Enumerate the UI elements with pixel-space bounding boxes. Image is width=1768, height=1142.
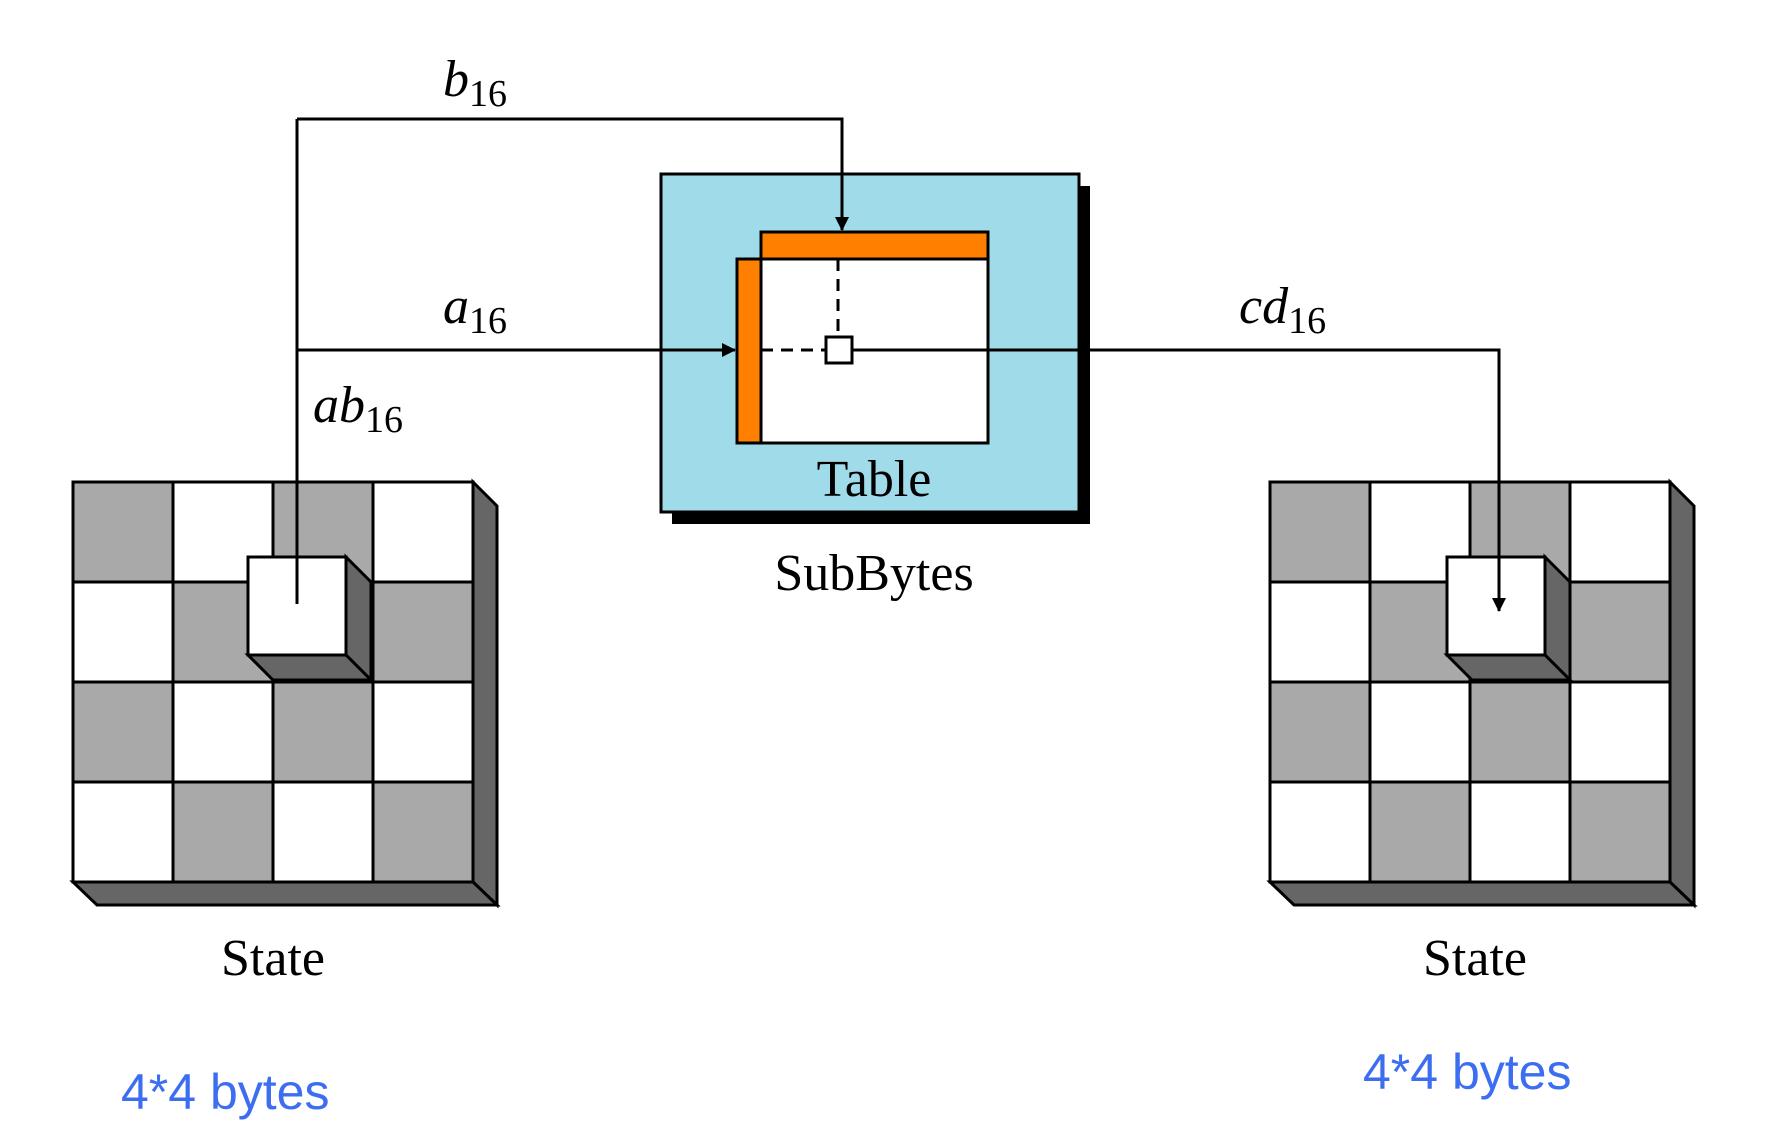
size-note-right: 4*4 bytes bbox=[1363, 1044, 1571, 1100]
subbytes-box: Table bbox=[659, 172, 1090, 524]
cd16-arrow bbox=[852, 348, 1506, 612]
state-left-cell-r0c1 bbox=[171, 480, 275, 584]
ab16-label: ab16 bbox=[313, 377, 403, 441]
ab16-subscript: 16 bbox=[365, 399, 403, 441]
state-right-cell-r3c2 bbox=[1468, 780, 1572, 884]
selected-cell-right bbox=[1445, 555, 1547, 657]
table-label: Table bbox=[817, 451, 932, 508]
b16-arrow bbox=[297, 117, 849, 231]
state-grid-right bbox=[1266, 478, 1698, 909]
state-right-cell-r2c1 bbox=[1368, 680, 1472, 784]
state-right-cell-r0c0 bbox=[1268, 480, 1372, 584]
state-right-cell-r3c3 bbox=[1568, 780, 1672, 884]
state-right-cell-r1c0 bbox=[1268, 580, 1372, 684]
state-left-cell-r2c0 bbox=[71, 680, 175, 784]
connectors bbox=[295, 117, 1506, 612]
state-right-side bbox=[1668, 478, 1696, 909]
state-left-cell-r3c1 bbox=[171, 780, 275, 884]
state-left-cell-r2c1 bbox=[171, 680, 275, 784]
b16-base: b bbox=[443, 51, 469, 108]
state-right-cell-r0c3 bbox=[1568, 480, 1672, 584]
state-left-side bbox=[471, 478, 499, 909]
state-right-bottom bbox=[1266, 880, 1698, 907]
state-left-label: State bbox=[221, 930, 325, 987]
state-right-cell-r3c0 bbox=[1268, 780, 1372, 884]
state-left-cell-r3c2 bbox=[271, 780, 375, 884]
ab16-base: ab bbox=[313, 377, 365, 434]
state-left-cell-r3c3 bbox=[371, 780, 475, 884]
state-left-frame bbox=[71, 480, 475, 884]
state-left-cell-r3c0 bbox=[71, 780, 175, 884]
state-right-frame bbox=[1268, 480, 1672, 884]
subbytes-label: SubBytes bbox=[774, 545, 973, 602]
a16-subscript: 16 bbox=[469, 300, 507, 342]
b16-label: b16 bbox=[443, 51, 507, 115]
size-note-left: 4*4 bytes bbox=[121, 1064, 329, 1120]
cd16-base: cd bbox=[1239, 278, 1289, 335]
state-right-cell-r3c1 bbox=[1368, 780, 1472, 884]
state-right-cell-r2c2 bbox=[1468, 680, 1572, 784]
cd16-subscript: 16 bbox=[1288, 300, 1326, 342]
table-entry-cell bbox=[824, 335, 854, 365]
state-left-bottom bbox=[69, 880, 501, 907]
table-row-header bbox=[735, 257, 763, 445]
state-right-cell-r2c0 bbox=[1268, 680, 1372, 784]
state-left-cell-r2c3 bbox=[371, 680, 475, 784]
a16-base: a bbox=[443, 278, 469, 335]
table-column-header bbox=[759, 230, 990, 261]
state-right-cell-r2c3 bbox=[1568, 680, 1672, 784]
cd16-label: cd16 bbox=[1239, 278, 1326, 342]
state-left-cell-r2c2 bbox=[271, 680, 375, 784]
state-left-cell-r1c0 bbox=[71, 580, 175, 684]
state-left-cell-r0c3 bbox=[371, 480, 475, 584]
state-left-cell-r1c3 bbox=[371, 580, 475, 684]
state-right-label: State bbox=[1423, 930, 1527, 987]
a16-label: a16 bbox=[443, 278, 507, 342]
state-grid-left bbox=[69, 478, 501, 909]
state-right-cell-r1c3 bbox=[1568, 580, 1672, 684]
state-left-cell-r0c0 bbox=[71, 480, 175, 584]
b16-subscript: 16 bbox=[469, 73, 507, 115]
